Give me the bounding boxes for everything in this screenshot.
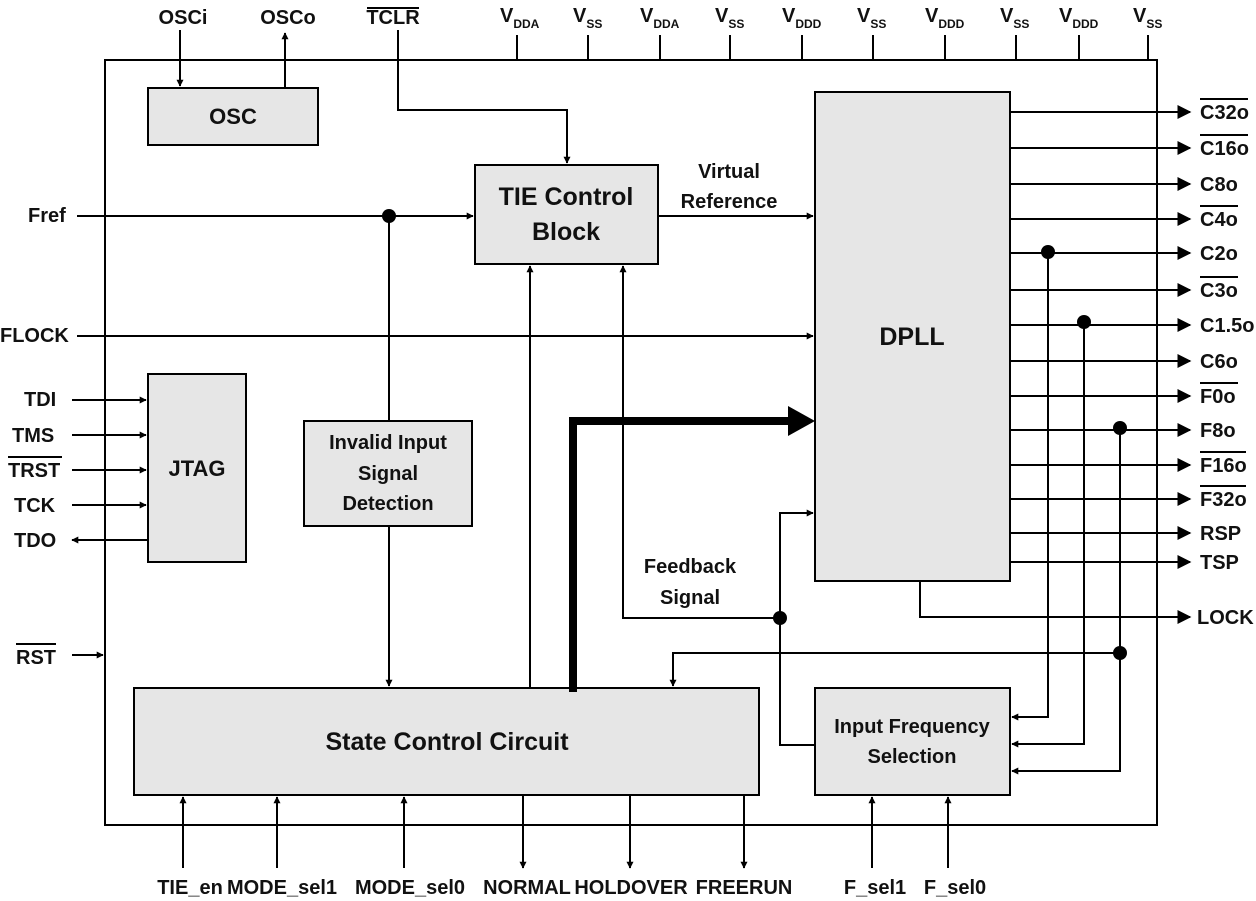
invalid-label-line1: Invalid Input (329, 432, 447, 454)
state-label: State Control Circuit (325, 728, 569, 756)
pin-c6o: C6o (1200, 351, 1238, 373)
ifs-label-line1: Input Frequency (834, 716, 990, 738)
pin-normal: NORMAL (483, 877, 571, 899)
pin-flock: FLOCK (0, 325, 69, 347)
pin-lock: LOCK (1197, 607, 1254, 629)
pin-rst: RST (16, 647, 56, 669)
ifs-to-dpll-wire (779, 509, 815, 746)
pin-c8o: C8o (1200, 174, 1238, 196)
jtag-block: JTAG (147, 373, 247, 563)
f8o-to-state-wire (669, 652, 1120, 687)
supply-pin: VDDA (500, 5, 540, 60)
svg-text:VDDD: VDDD (925, 5, 965, 31)
c2o-feedback-wire (1011, 252, 1049, 721)
pin-c2o: C2o (1200, 243, 1238, 265)
invalid-input-block: Invalid Input Signal Detection (303, 420, 473, 527)
pin-f16o: F16o (1200, 455, 1247, 477)
pin-f0o: F0o (1200, 386, 1236, 408)
right-pin-labels: C32o C16o C8o C4o C2o C3o C1.5o C6o F0o … (1197, 98, 1254, 629)
invalid-label-line2: Signal (358, 463, 418, 485)
pin-c16o: C16o (1200, 138, 1249, 160)
state-to-dpll-bus (569, 417, 790, 692)
supply-pin: VSS (715, 5, 744, 60)
supply-pin: VSS (573, 5, 602, 60)
tie-label-line2: Block (532, 218, 600, 246)
svg-text:VDDD: VDDD (782, 5, 822, 31)
feedback-label-line1: Feedback (644, 556, 737, 578)
svg-text:VDDA: VDDA (640, 5, 680, 31)
svg-text:VSS: VSS (573, 5, 602, 31)
virtual-ref-label-line1: Virtual (698, 161, 760, 183)
invalid-label-line3: Detection (342, 493, 433, 515)
svg-text:VSS: VSS (715, 5, 744, 31)
supply-pin: VDDD (782, 5, 822, 60)
virtual-ref-label-line2: Reference (681, 191, 778, 213)
supply-pin-group: VDDA VSS VDDA VSS VDDD VSS VDDD VSS (500, 5, 1162, 60)
pin-osci: OSCi (159, 7, 208, 29)
pin-c3o: C3o (1200, 280, 1238, 302)
pin-c4o: C4o (1200, 209, 1238, 231)
pin-tms: TMS (12, 425, 54, 447)
feedback-label-line2: Signal (660, 587, 720, 609)
pin-osco: OSCo (260, 7, 316, 29)
supply-pin: VSS (1133, 5, 1162, 60)
svg-text:VSS: VSS (857, 5, 886, 31)
pin-f-sel1: F_sel1 (844, 877, 906, 899)
pin-freerun: FREERUN (696, 877, 793, 899)
feedback-wire (619, 265, 780, 619)
pin-tie-en: TIE_en (157, 877, 223, 899)
pin-holdover: HOLDOVER (574, 877, 688, 899)
ifs-label-line2: Selection (868, 746, 957, 768)
svg-text:VSS: VSS (1133, 5, 1162, 31)
tie-control-block: TIE Control Block (474, 164, 659, 265)
pin-mode-sel0: MODE_sel0 (355, 877, 465, 899)
svg-text:VDDD: VDDD (1059, 5, 1099, 31)
dpll-label: DPLL (879, 323, 944, 351)
pin-tdi: TDI (24, 389, 56, 411)
osc-label: OSC (209, 104, 257, 129)
jtag-label: JTAG (168, 456, 225, 481)
pin-c15o: C1.5o (1200, 315, 1254, 337)
osc-block: OSC (147, 87, 319, 146)
pin-f32o: F32o (1200, 489, 1247, 511)
svg-text:VSS: VSS (1000, 5, 1029, 31)
supply-pin: VSS (1000, 5, 1029, 60)
tie-label-line1: TIE Control (499, 183, 634, 211)
pin-fref: Fref (28, 205, 66, 227)
c15o-feedback-wire (1011, 322, 1085, 748)
pin-tclr: TCLR (366, 7, 420, 29)
dpll-output-wires (919, 105, 1192, 624)
pin-f-sel0: F_sel0 (924, 877, 986, 899)
pin-tck: TCK (14, 495, 56, 517)
supply-pin: VDDD (1059, 5, 1099, 60)
supply-pin: VSS (857, 5, 886, 60)
tclr-wire (397, 30, 571, 164)
pin-mode-sel1: MODE_sel1 (227, 877, 337, 899)
supply-pin: VDDA (640, 5, 680, 60)
pin-c32o: C32o (1200, 102, 1249, 124)
svg-text:VDDA: VDDA (500, 5, 540, 31)
supply-pin: VDDD (925, 5, 965, 60)
pin-f8o: F8o (1200, 420, 1236, 442)
pin-rsp: RSP (1200, 523, 1241, 545)
pin-trst: TRST (8, 460, 60, 482)
f8o-feedback-wire (1011, 428, 1121, 775)
pin-tdo: TDO (14, 530, 56, 552)
bus-arrowhead (788, 406, 815, 436)
bottom-pin-labels: TIE_en MODE_sel1 MODE_sel0 NORMAL HOLDOV… (157, 877, 986, 899)
state-control-block: State Control Circuit (133, 687, 760, 796)
dpll-block: DPLL (814, 91, 1011, 582)
input-freq-block: Input Frequency Selection (814, 687, 1011, 796)
pin-tsp: TSP (1200, 552, 1239, 574)
